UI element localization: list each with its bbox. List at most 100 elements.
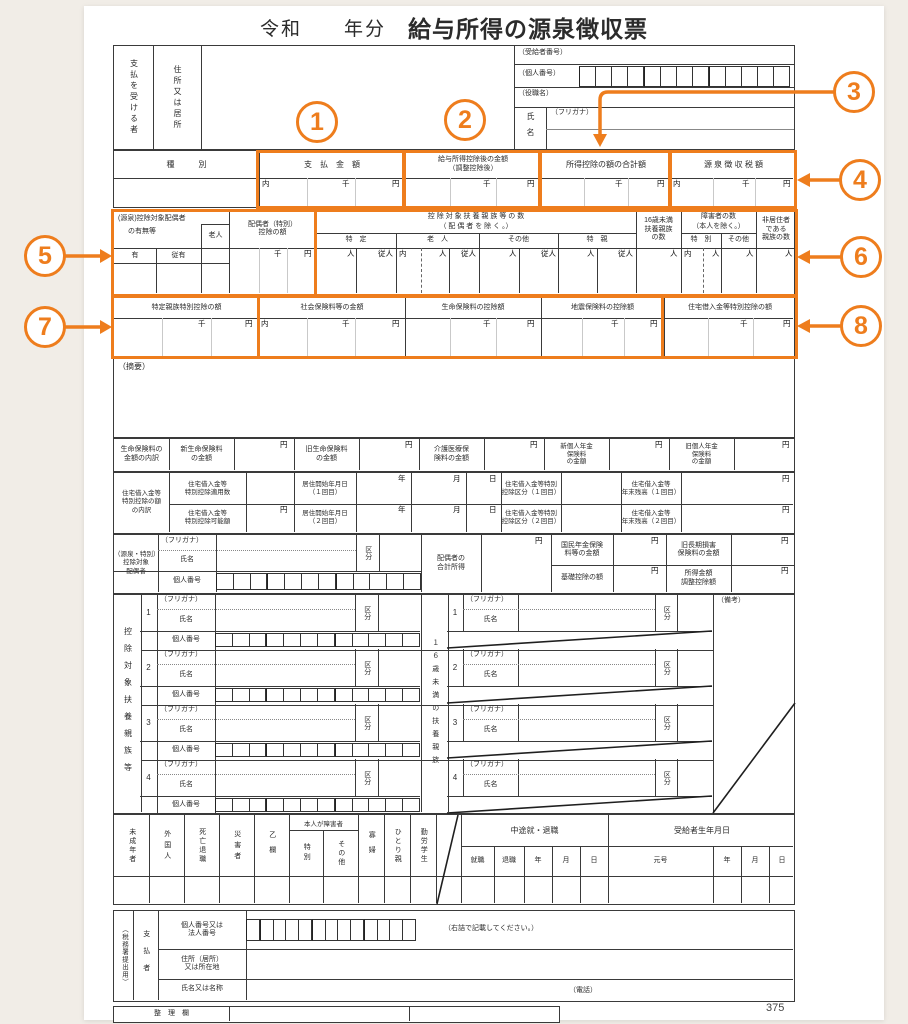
divider <box>731 535 732 592</box>
unit-hi: 日 <box>590 856 598 864</box>
life-insurance-header: 生命保険料の控除額 <box>441 303 505 311</box>
name-field <box>546 129 794 149</box>
title-main: 給与所得の源泉徴収票 <box>408 16 648 42</box>
divider <box>677 704 678 741</box>
unit-yen: 円 <box>304 249 312 258</box>
social-insurance-header: 社会保険料等の金額 <box>300 303 364 311</box>
furigana-label: （フリガナ） <box>551 109 593 116</box>
unit-nen: 年 <box>723 856 731 864</box>
divider <box>157 664 355 665</box>
divider <box>355 649 356 686</box>
kubun-label: 区分 <box>663 660 671 675</box>
spouse-income-label: 配偶者の合計所得 <box>437 555 465 571</box>
care-insurance-label: 介護医療保険料の金額 <box>434 446 469 462</box>
divider <box>358 815 359 903</box>
form-title: 令和 年分 給与所得の源泉徴収票 <box>113 10 795 44</box>
divider <box>169 504 793 505</box>
furigana-label: （フリガナ） <box>466 761 508 768</box>
furigana-label: （フリガナ） <box>466 651 508 658</box>
unit-yen: 円 <box>657 179 665 188</box>
divider <box>229 211 230 293</box>
unit-tsuki: 月 <box>562 856 570 864</box>
divider <box>405 298 406 356</box>
unit-hi: 日 <box>489 474 497 483</box>
divider <box>514 46 515 149</box>
unit-sen: 千 <box>742 179 750 188</box>
employment-header: 中途就・退職 <box>510 825 559 835</box>
name-label: 氏名 <box>179 670 193 678</box>
row-number-u16: 4 <box>452 772 458 782</box>
disabled-count-label2: （本人を除く。） <box>692 223 745 231</box>
housing-lead-label: 住宅借入金等特別控除の額の内訳 <box>122 489 161 514</box>
divider <box>157 774 355 775</box>
divider <box>169 439 170 470</box>
divider <box>681 473 682 532</box>
kubun-label: 区分 <box>364 546 372 560</box>
divider <box>677 594 678 631</box>
divider <box>753 318 754 356</box>
name-label: 氏名 <box>180 556 194 564</box>
divider <box>355 178 356 206</box>
dep-elderly-label: 老 人 <box>427 236 448 244</box>
divider <box>580 846 581 903</box>
divider <box>561 473 562 532</box>
divider <box>703 248 704 293</box>
divider <box>356 535 357 571</box>
divider <box>613 535 614 592</box>
unit-yen: 円 <box>405 440 413 449</box>
spouse-detail-section: （源泉・特別）控除対象配偶者 （フリガナ） 氏名 個人番号 区分 配偶者の合計所… <box>113 534 795 594</box>
nonresident-label: 非居住者である親族の数 <box>762 217 790 242</box>
spouse-sub-yes-label: 従有 <box>171 251 186 259</box>
unit-yen: 円 <box>781 566 789 575</box>
divider <box>514 87 794 88</box>
divider <box>158 550 356 551</box>
unit-nen: 年 <box>398 474 406 483</box>
row-number: 1 <box>146 607 151 617</box>
divider <box>140 686 420 687</box>
housing-balance2-label: 住宅借入金等年末残高（２回目） <box>621 510 681 525</box>
divider <box>157 594 158 649</box>
kubun-label: 区分 <box>663 715 671 730</box>
insurance-breakdown-section: 生命保険料の金額の内訳 新生命保険料の金額 円 旧生命保険料の金額 円 介護医療… <box>113 438 795 472</box>
unit-junin: 従人 <box>618 249 633 258</box>
divider <box>628 178 629 206</box>
unit-uchi: 内 <box>261 319 269 328</box>
kubun-label: 区分 <box>363 605 371 620</box>
unit-yen: 円 <box>783 179 791 188</box>
divider <box>259 151 260 206</box>
my-number-boxes <box>215 798 420 812</box>
divider <box>461 846 793 847</box>
divider <box>141 760 713 761</box>
retired-label: 退職 <box>502 856 516 864</box>
divider <box>246 911 247 1000</box>
residence-date1-label: 居住開始年月日（１回目） <box>302 480 348 496</box>
divider <box>449 248 450 293</box>
dependents-count-header2: （ 配 偶 者 を 除 く 。） <box>439 223 513 231</box>
kubun-label: 区分 <box>363 770 371 785</box>
deductions-section: 特定親族特別控除の額 社会保険料等の金額 生命保険料の控除額 地震保険料の控除額… <box>113 297 795 358</box>
unit-sen: 千 <box>483 179 491 188</box>
housing-deduction-header: 住宅借入金等特別控除の額 <box>688 303 772 311</box>
divider <box>215 649 216 704</box>
divider <box>518 759 519 796</box>
tokutei-shinzoku-header: 特定親族特別控除の額 <box>151 303 222 311</box>
under16-lead-label: １６歳未満の扶養親族 <box>431 638 439 769</box>
seiri-label: 整 理 欄 <box>154 1009 189 1017</box>
divider <box>494 846 495 903</box>
era-label: 元号 <box>653 856 668 864</box>
divider <box>114 876 793 877</box>
divider <box>655 594 656 631</box>
divider <box>481 535 482 592</box>
unit-tsuki: 月 <box>453 505 461 514</box>
unit-yen: 円 <box>651 536 659 545</box>
unit-nin: 人 <box>347 249 355 258</box>
divider <box>359 439 360 470</box>
flag-self-disabled-label: 本人が障害者 <box>304 820 343 828</box>
flag-minor-label: 未成年者 <box>128 828 136 864</box>
divider <box>158 949 793 950</box>
callout-7: 7 <box>24 306 66 348</box>
divider <box>157 759 158 814</box>
divider <box>551 535 552 592</box>
spouse-presence-label: (源泉)控除対象配偶者 <box>118 215 186 222</box>
divider <box>552 846 553 903</box>
